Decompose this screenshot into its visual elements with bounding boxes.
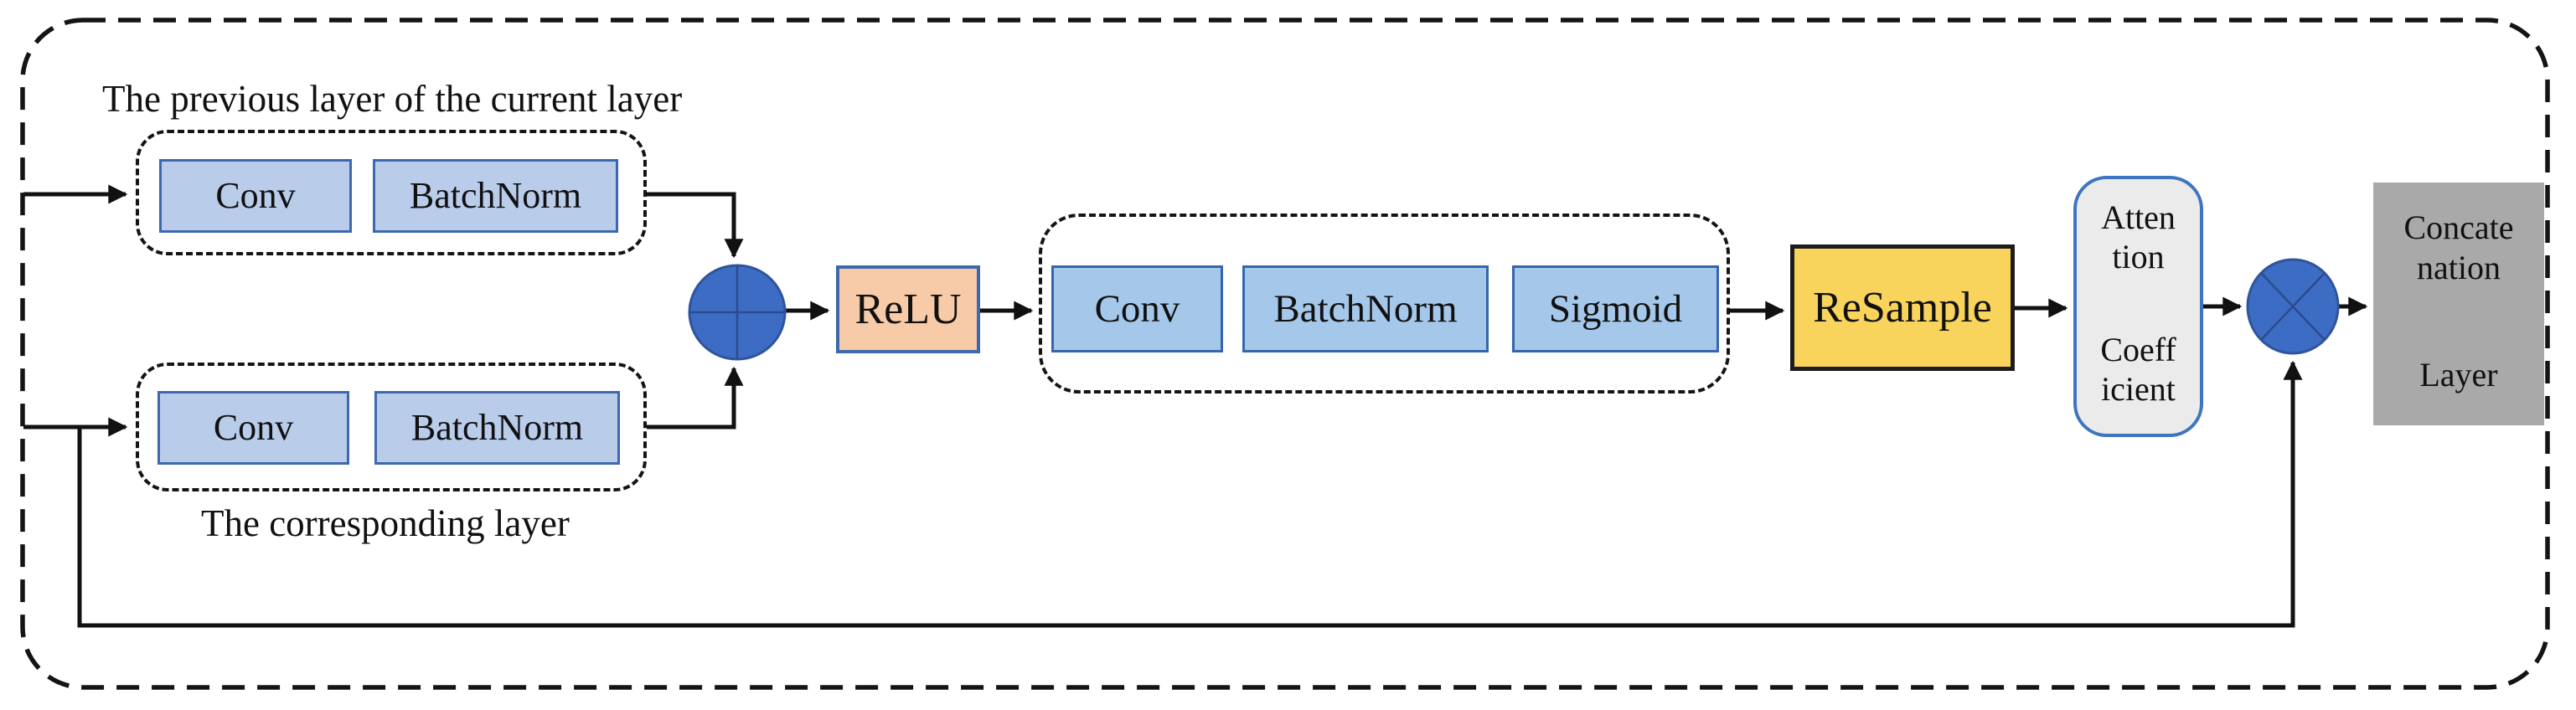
arrow-bottom-to-add [647,366,744,430]
top-conv-box: Conv [159,159,352,233]
gate-conv-box: Conv [1051,265,1223,352]
arrow-top-to-add [647,192,744,259]
concatenation-word-line1: Concate [2403,208,2514,246]
top-batchnorm-box: BatchNorm [373,159,618,233]
gate-batchnorm-box: BatchNorm [1242,265,1489,352]
coefficient-word-line1: Coeff [2100,330,2176,368]
outer-dashed-frame [20,18,2550,690]
attention-word: Atten tion [2101,198,2176,276]
multiply-operator-icon [2246,258,2340,355]
resample-box: ReSample [1790,244,2015,371]
bottom-branch-label: The corresponding layer [201,502,570,544]
layer-word: Layer [2419,355,2497,395]
attention-word-line2: tion [2112,238,2165,276]
concatenation-word-line2: nation [2417,249,2501,286]
add-operator-icon [688,264,787,361]
layer-word-line: Layer [2419,356,2498,394]
gate-sigmoid-box: Sigmoid [1512,265,1719,352]
coefficient-word: Coeff icient [2100,330,2176,409]
bottom-batchnorm-box: BatchNorm [374,391,620,465]
concatenation-word: Concate nation [2403,208,2513,288]
attention-word-line1: Atten [2101,198,2176,236]
top-branch-label: The previous layer of the current layer [102,78,683,120]
bottom-branch-group [136,363,647,491]
coefficient-word-line2: icient [2101,369,2176,408]
concatenation-layer-box: Concate nation Layer [2373,183,2544,425]
skip-connection-line [77,360,2303,628]
bottom-conv-box: Conv [157,391,349,465]
attention-coefficient-box: Atten tion Coeff icient [2073,176,2203,437]
gate-group [1039,214,1730,394]
top-branch-group [136,130,647,255]
relu-box: ReLU [836,265,980,353]
